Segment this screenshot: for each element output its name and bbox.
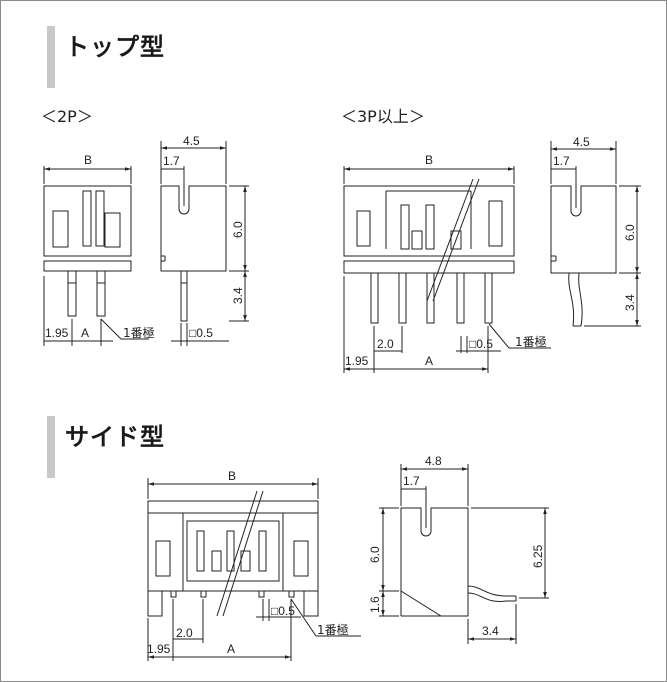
dim-3-4-side: 3.4	[482, 624, 499, 638]
dim-1-7-3p: 1.7	[553, 154, 570, 168]
dim-1-6-side: 1.6	[368, 596, 382, 613]
dim-b-3p: B	[425, 153, 433, 167]
top-2p-side-view	[160, 141, 249, 346]
dim-1-95-3p: 1.95	[345, 354, 369, 368]
top-2p-front-view	[43, 166, 149, 346]
section-title-side: サイド型	[65, 423, 165, 451]
dim-4-8-side: 4.8	[425, 454, 442, 468]
dim-1-7-2p: 1.7	[163, 154, 180, 168]
dim-a-side: A	[227, 642, 235, 656]
dim-1-95-side: 1.95	[147, 642, 171, 656]
section-title-top: トップ型	[65, 33, 165, 61]
top-3p-side-view	[550, 141, 641, 327]
dim-4-5-3p: 4.5	[573, 135, 590, 149]
pin1-label-2p: 1番極	[123, 325, 155, 340]
side-type-side-view	[379, 464, 549, 644]
dim-2-0-3p: 2.0	[377, 337, 394, 351]
dim-1-95-2p: 1.95	[45, 326, 69, 340]
dim-a-2p: A	[81, 326, 89, 340]
dim-1-7-side: 1.7	[403, 474, 420, 488]
dim-pin-2p: □0.5	[189, 326, 213, 340]
dim-6-0-2p: 6.0	[231, 221, 245, 238]
side-type-front-view	[147, 478, 361, 661]
pin1-label-side: 1番極	[317, 622, 349, 637]
dim-4-5-2p: 4.5	[183, 134, 200, 148]
dim-6-0-3p: 6.0	[623, 224, 637, 241]
top-3p-front-view	[343, 166, 551, 373]
dim-2-0-side: 2.0	[176, 626, 193, 640]
section-bar-top	[47, 26, 55, 88]
dim-pin-side: □0.5	[271, 604, 295, 618]
dim-pin-3p: □0.5	[469, 337, 493, 351]
dim-a-3p: A	[425, 354, 433, 368]
dim-6-25-side: 6.25	[531, 544, 545, 568]
dim-6-0-side: 6.0	[368, 546, 382, 563]
variant-label-2p: ＜2P＞	[41, 107, 93, 126]
variant-label-3p: ＜3P以上＞	[341, 107, 425, 126]
section-bar-side	[47, 416, 55, 478]
dim-b-side: B	[228, 469, 236, 483]
dim-3-4-3p: 3.4	[623, 294, 637, 311]
dim-b-2p: B	[84, 153, 92, 167]
pin1-label-3p: 1番極	[515, 334, 547, 349]
dim-3-4-2p: 3.4	[231, 287, 245, 304]
